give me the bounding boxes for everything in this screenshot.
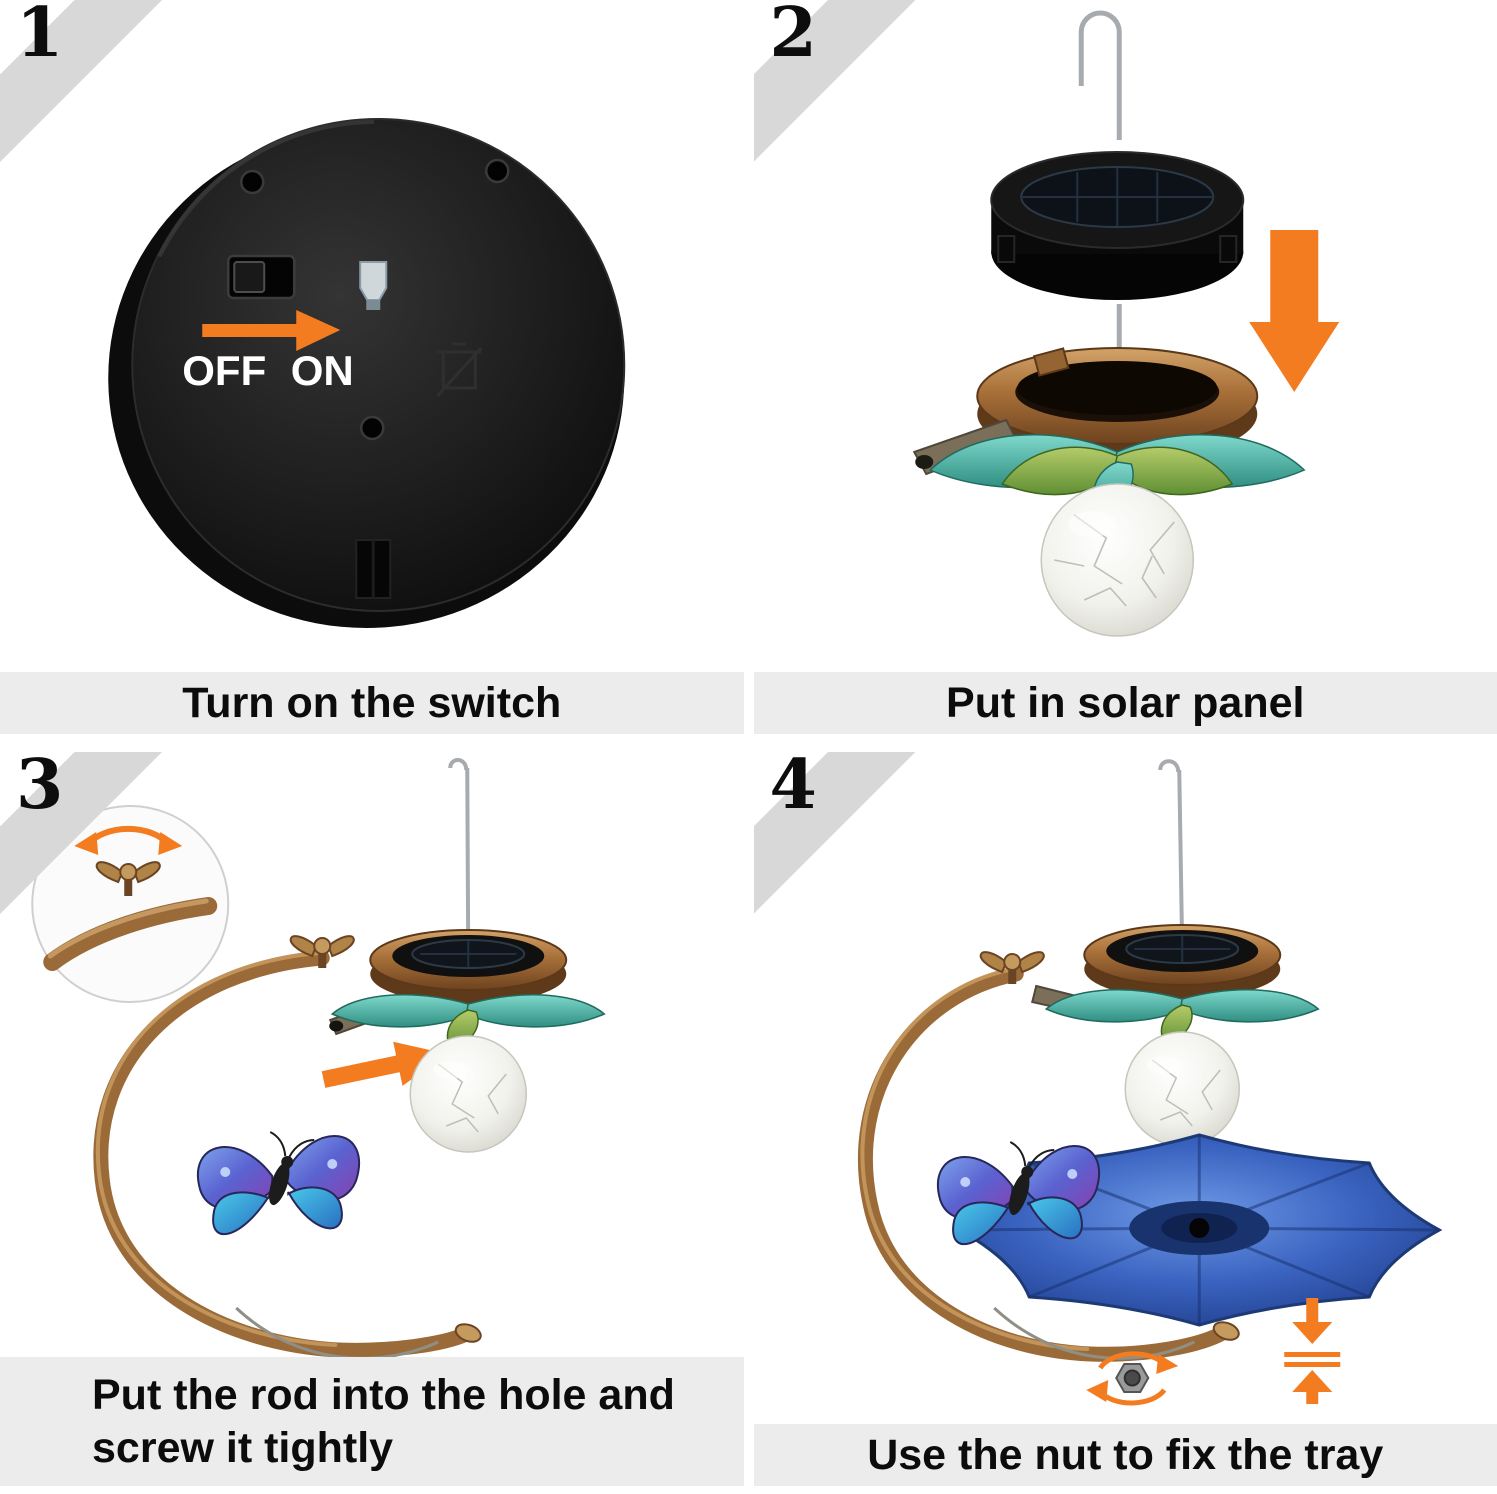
step2-illustration <box>912 10 1339 637</box>
down-arrow-icon <box>1248 230 1339 392</box>
wing-nut-detail-inset <box>31 805 230 1003</box>
step3-illustration <box>31 758 606 1360</box>
caption-text-line1: Put the rod into the hole and <box>92 1371 675 1420</box>
step-panel-4: 4 <box>753 752 1497 1494</box>
caption-text: Put in solar panel <box>946 678 1305 727</box>
caption-text-line2: screw it tightly <box>92 1423 394 1472</box>
flower-petals <box>330 994 606 1051</box>
screw-hole <box>485 158 510 184</box>
crackle-glass-ball <box>1124 1031 1240 1147</box>
step1-illustration: OFF ON <box>108 118 626 628</box>
step1-caption: Turn on the switch <box>0 672 744 734</box>
caption-text: Use the nut to fix the tray <box>867 1430 1384 1479</box>
crackle-glass-ball <box>409 1035 527 1153</box>
ring-clasp <box>1032 347 1070 377</box>
off-on-arrow-icon <box>202 310 341 351</box>
step-panel-1: 1 <box>0 0 744 742</box>
rotate-arrow-icon <box>1085 1351 1178 1406</box>
solar-panel-unit <box>989 151 1244 300</box>
caption-text: Turn on the switch <box>182 678 562 727</box>
step2-caption: Put in solar panel <box>753 672 1497 734</box>
wing-nut <box>95 861 161 896</box>
flower-petals <box>928 433 1306 515</box>
clamp-arrows-icon <box>1283 1298 1340 1404</box>
hex-nut <box>1114 1363 1149 1393</box>
led-light <box>359 261 388 310</box>
step-number: 2 <box>769 0 817 73</box>
crackle-glass-ball <box>1040 483 1194 637</box>
screw-hole <box>240 169 265 195</box>
hanging-hook <box>1078 10 1122 352</box>
step4-illustration <box>857 759 1442 1406</box>
screw-hole <box>360 415 385 441</box>
butterfly <box>197 1131 360 1236</box>
hanging-light-assembly <box>1030 759 1320 1147</box>
step-panel-2: 2 <box>753 0 1497 742</box>
step-number: 3 <box>16 752 64 825</box>
step-panel-3: 3 <box>0 752 744 1494</box>
butterfly <box>936 1141 1100 1246</box>
step-number: 4 <box>769 752 817 825</box>
switch-label-off: OFF <box>182 347 266 394</box>
power-switch <box>227 254 296 300</box>
solar-unit-bottom: OFF ON <box>108 118 626 628</box>
switch-label-on: ON <box>291 347 354 394</box>
step4-caption: Use the nut to fix the tray <box>753 1424 1497 1486</box>
flower-petals <box>1044 989 1320 1046</box>
step-number: 1 <box>16 0 64 73</box>
wing-nut <box>289 935 355 968</box>
wing-nut <box>979 951 1045 984</box>
rotate-arrow-icon <box>74 825 183 855</box>
curved-rod <box>93 935 482 1360</box>
base-slot <box>355 539 392 599</box>
hanging-light-assembly <box>328 758 606 1153</box>
weee-bin-icon <box>436 342 483 398</box>
step3-caption: Put the rod into the hole and screw it t… <box>0 1357 744 1486</box>
